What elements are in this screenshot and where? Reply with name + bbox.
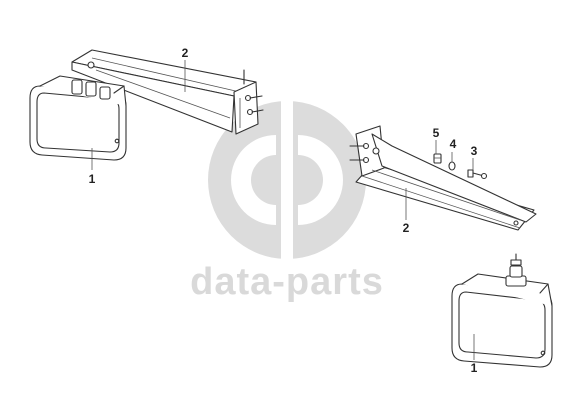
washer-part xyxy=(448,161,456,171)
callout-bracket-right: 2 xyxy=(403,221,410,235)
callout-bolt: 3 xyxy=(471,144,478,158)
callout-lamp-left: 1 xyxy=(89,172,96,186)
watermark-text: data-parts xyxy=(190,261,384,303)
data-parts-logo-icon xyxy=(208,98,366,262)
right-work-lamp xyxy=(451,253,553,368)
right-bracket xyxy=(349,125,537,231)
left-bracket xyxy=(71,49,264,135)
callout-lamp-right: 1 xyxy=(471,361,478,375)
callout-nut: 5 xyxy=(433,126,440,140)
callout-washer: 4 xyxy=(450,137,457,151)
bolt-part xyxy=(467,169,488,180)
nut-part xyxy=(433,153,442,164)
callout-bracket-left: 2 xyxy=(182,46,189,60)
leader-lines xyxy=(91,60,475,360)
left-work-lamp xyxy=(29,75,127,161)
